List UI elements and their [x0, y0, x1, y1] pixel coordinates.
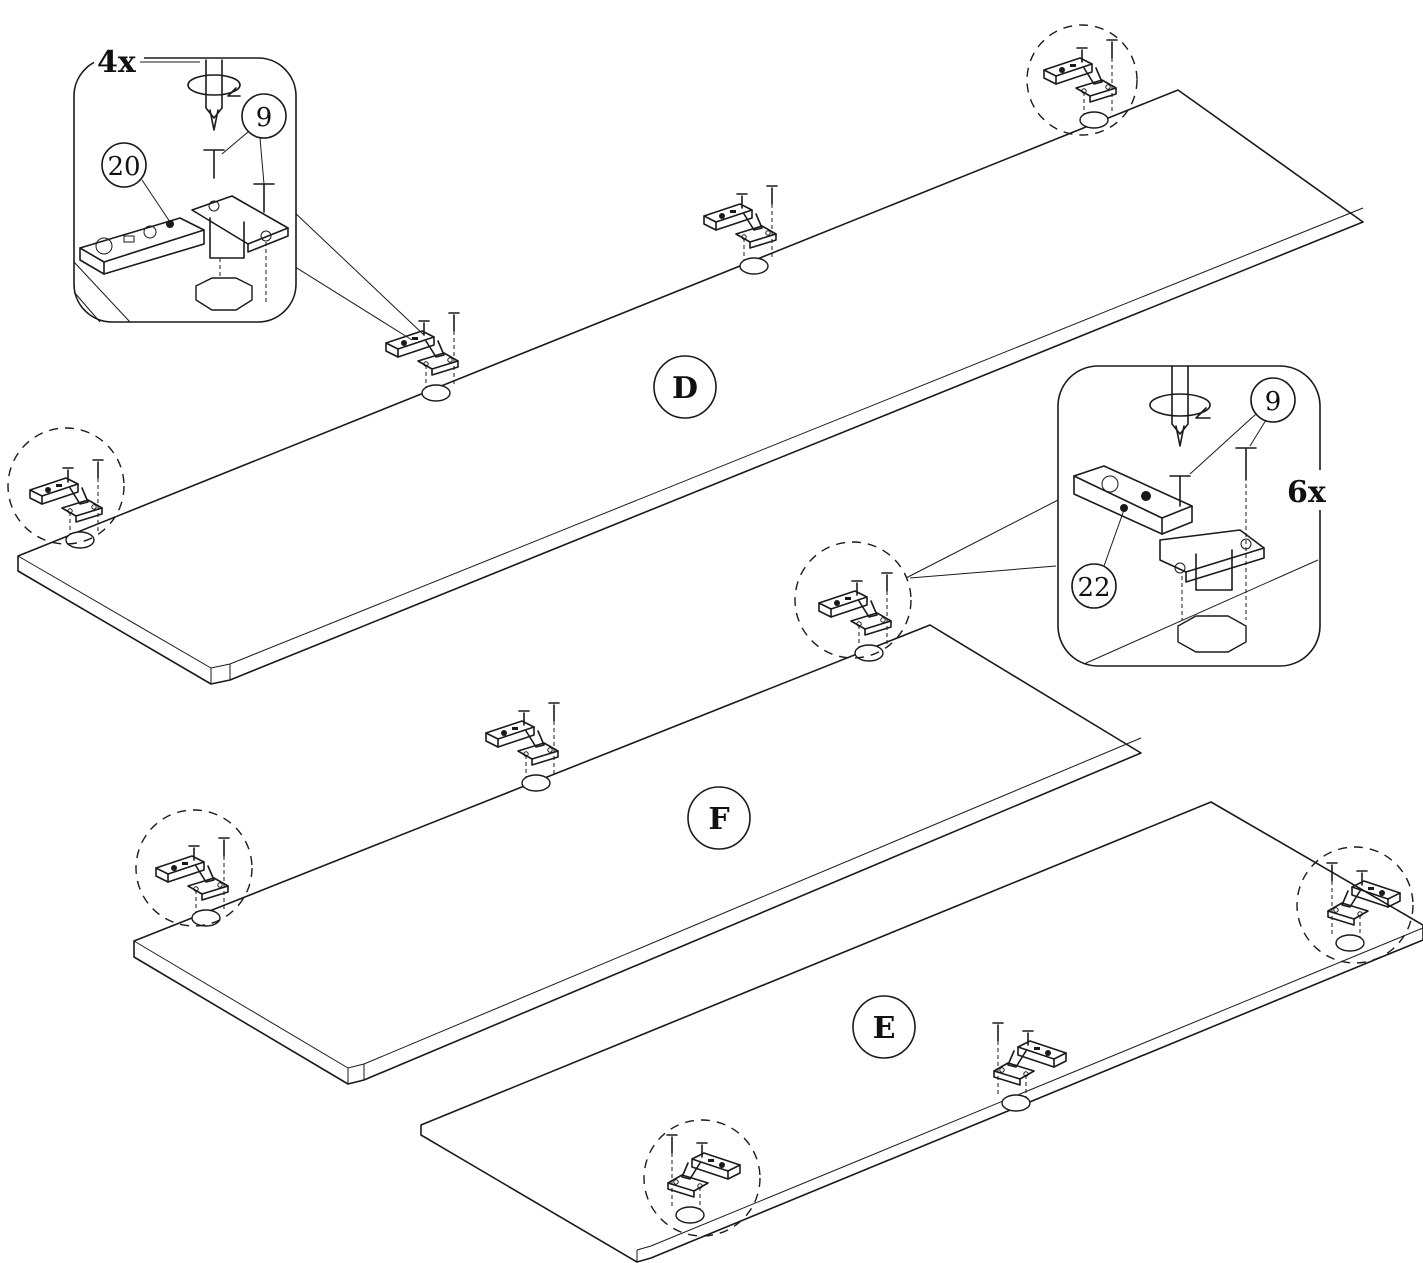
svg-text:22: 22: [1077, 573, 1110, 603]
panel-label-f: F: [687, 786, 751, 850]
part-callout-20: 20: [101, 142, 171, 223]
quantity-6x: 6x: [1287, 475, 1327, 510]
svg-text:20: 20: [107, 152, 140, 182]
hinge-d-left-highlight: [7, 427, 125, 545]
svg-text:E: E: [873, 1011, 896, 1046]
svg-text:9: 9: [256, 103, 273, 133]
part-callout-9: 9: [221, 93, 287, 185]
panel-label-e: E: [852, 995, 916, 1059]
panel-d: [17, 89, 1364, 685]
hinge-e-right-highlight: [1296, 846, 1414, 964]
hinge-f-right-highlight: [794, 541, 912, 659]
svg-text:D: D: [672, 371, 698, 406]
inset-top-left: 4x 9 20: [73, 42, 425, 341]
hinge-e-left-highlight: [643, 1119, 761, 1237]
panel-f: [133, 624, 1142, 1085]
hinge-d-top-right-highlight: [1026, 24, 1138, 136]
quantity-4x: 4x: [97, 45, 137, 80]
inset-right: 6x 9 22: [905, 365, 1344, 667]
hinge-d-top-right: [1043, 39, 1118, 129]
panel-label-d: D: [653, 355, 717, 419]
svg-text:F: F: [708, 802, 729, 837]
part-callout-9-right: 9: [1189, 377, 1296, 475]
hinge-f-left-highlight: [135, 809, 253, 927]
part-callout-22: 22: [1071, 509, 1125, 609]
svg-text:9: 9: [1265, 387, 1282, 417]
